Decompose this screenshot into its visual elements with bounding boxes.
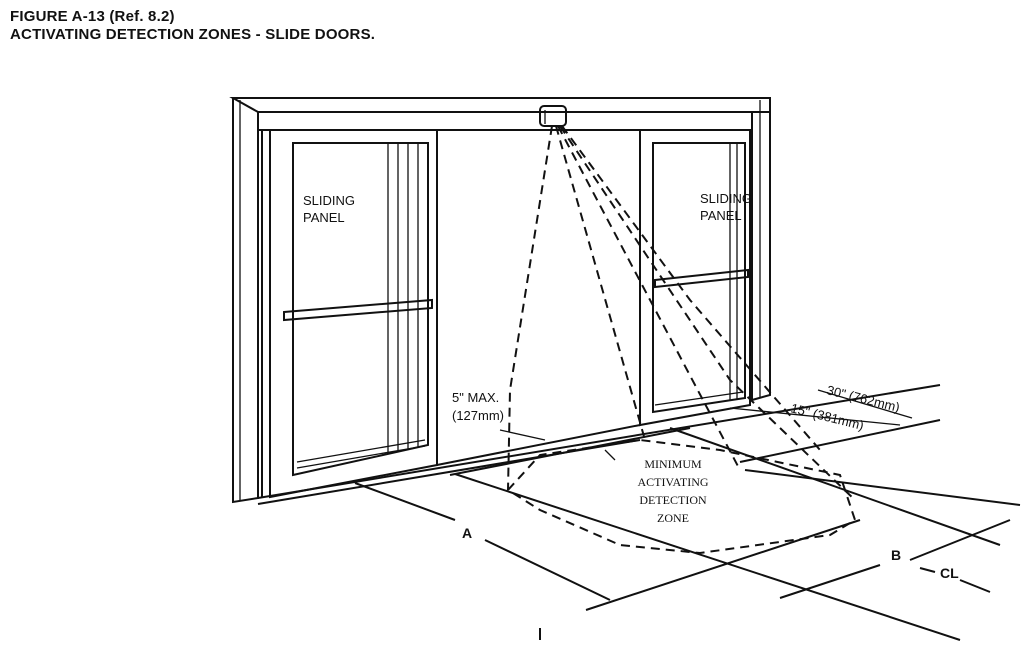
- zone-label-2: ACTIVATING: [637, 475, 708, 489]
- floor-lines: [257, 384, 1021, 641]
- right-panel-label-2: PANEL: [700, 208, 742, 223]
- zone-label-4: ZONE: [657, 511, 689, 525]
- right-sliding-panel: [639, 129, 751, 427]
- dimension-a-label: A: [462, 525, 472, 541]
- detection-beams: [507, 125, 856, 501]
- door-frame: [229, 97, 771, 504]
- zone-label-3: DETECTION: [639, 493, 707, 507]
- right-panel-label-1: SLIDING: [700, 191, 752, 206]
- motion-sensor-icon: [539, 105, 567, 127]
- dimension-30-label: 30" (762mm): [825, 382, 901, 415]
- dimension-15-label: 15" (381mm): [789, 400, 865, 433]
- max-offset-label-1: 5" MAX.: [452, 390, 499, 405]
- max-offset-label-2: (127mm): [452, 408, 504, 423]
- dimension-b-label: B: [891, 547, 901, 563]
- zone-label: MINIMUM ACTIVATING DETECTION ZONE: [637, 457, 708, 525]
- left-panel-label-2: PANEL: [303, 210, 345, 225]
- left-panel-label-1: SLIDING: [303, 193, 355, 208]
- figure-number: FIGURE A-13 (Ref. 8.2): [10, 8, 175, 25]
- zone-label-1: MINIMUM: [644, 457, 702, 471]
- left-sliding-panel: [261, 129, 438, 499]
- figure-title: ACTIVATING DETECTION ZONES - SLIDE DOORS…: [10, 26, 376, 43]
- centerline-label: CL: [940, 565, 959, 581]
